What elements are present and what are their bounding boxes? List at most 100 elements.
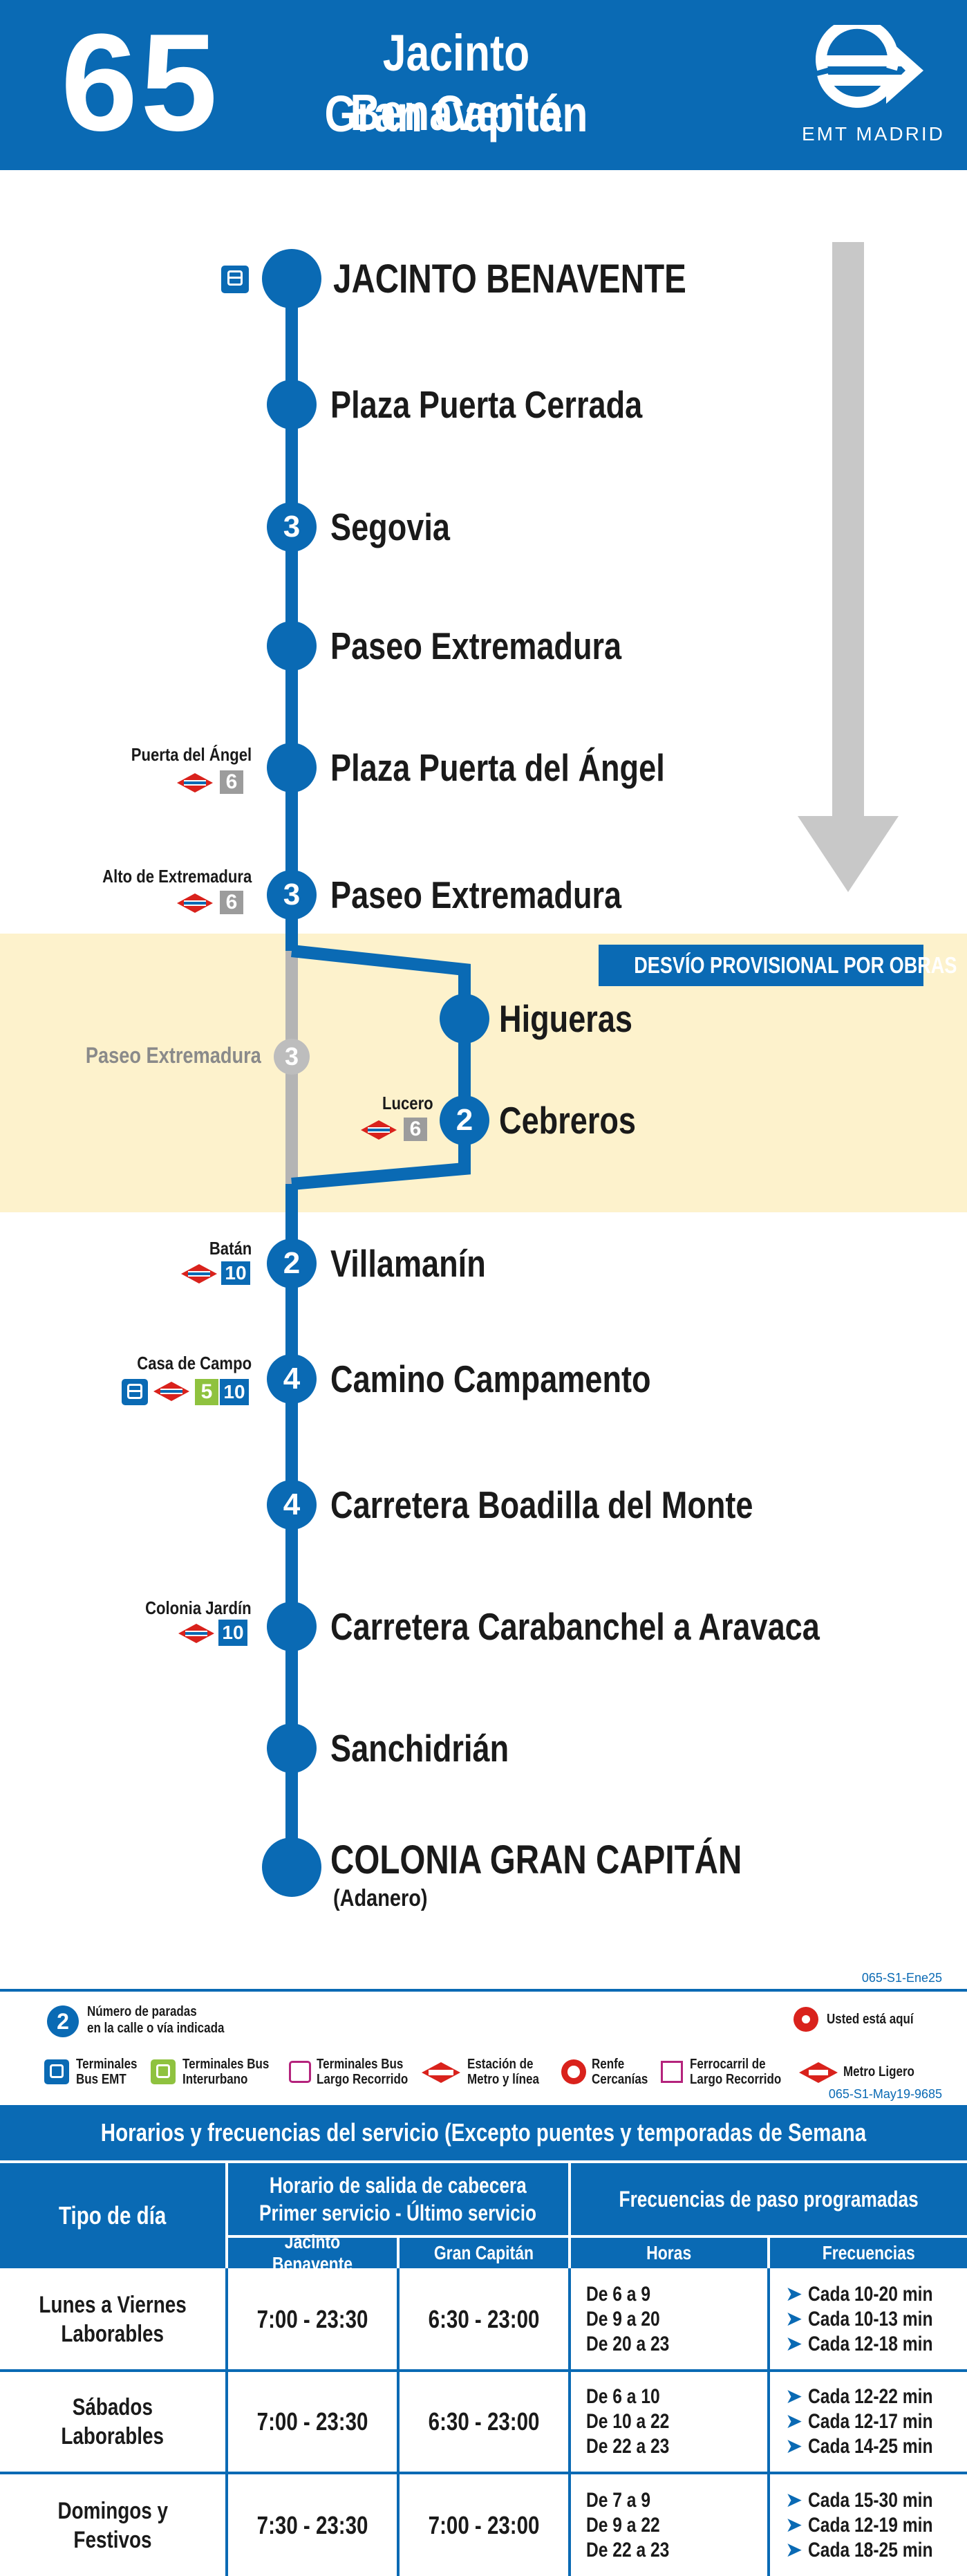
stop-dot-terminal (262, 249, 321, 308)
stop-dot (267, 1723, 317, 1773)
stop-name: Carretera Boadilla del Monte (330, 1483, 753, 1526)
stop-dot-terminal (262, 1837, 321, 1897)
metro-station-name: Batán (209, 1238, 252, 1259)
metro-line-badge: 6 (404, 1118, 427, 1141)
direction-arrow-shaft (832, 242, 864, 823)
stop-name: Paseo Extremadura (330, 624, 622, 667)
route-header: 65 Jacinto Benavente Gran Capitán EMT MA… (0, 0, 967, 170)
legend-text: Renfe (592, 2057, 625, 2072)
hours-cell: De 6 a 9 De 9 a 20 De 20 a 23 (586, 2283, 670, 2355)
stop-name: Carretera Carabanchel a Aravaca (330, 1605, 820, 1648)
legend-text: Metro Ligero (843, 2064, 914, 2079)
destination-time-cell: 6:30 - 23:00 (428, 2407, 540, 2436)
col-destination: Gran Capitán (400, 2238, 568, 2268)
route-line-detour (291, 945, 471, 1190)
legend-text: Ferrocarril de (690, 2057, 766, 2072)
you-are-here-icon (794, 2007, 818, 2032)
metro-icon (177, 773, 213, 793)
legend-text: Metro y línea (467, 2072, 539, 2087)
stop-name: COLONIA GRAN CAPITÁN (330, 1837, 742, 1882)
legend-text: Terminales (76, 2057, 138, 2072)
stop-dot (267, 621, 317, 671)
stop-name: Plaza Puerta Cerrada (330, 383, 643, 426)
legend-text: Interurbano (182, 2072, 248, 2087)
stop-name: Paseo Extremadura (330, 873, 622, 916)
frequencies-cell: ➤ Cada 10-20 min ➤ Cada 10-13 min ➤ Cada… (785, 2283, 933, 2355)
emt-logo-icon (816, 25, 923, 108)
map-code: 065-S1-Ene25 (861, 1971, 942, 1985)
legend-text: Número de paradas (87, 2004, 197, 2019)
origin-time-cell: 7:00 - 23:30 (256, 2305, 368, 2333)
metro-line-badge: 10 (221, 1261, 250, 1285)
schedule-title: Horarios y frecuencias del servicio (Exc… (0, 2105, 967, 2202)
metro-station-name: Casa de Campo (137, 1353, 252, 1373)
metro-icon (177, 893, 213, 913)
metro-icon (361, 1120, 397, 1140)
bus-long-distance-icon (289, 2061, 311, 2083)
stop-name: Segovia (330, 506, 450, 548)
legend-text: Largo Recorrido (317, 2072, 409, 2087)
destination-time-cell: 7:00 - 23:00 (428, 2510, 540, 2539)
stop-dot (267, 380, 317, 429)
destination-time-cell: 6:30 - 23:00 (428, 2305, 540, 2333)
legend-text: Terminales Bus (317, 2057, 404, 2072)
metro-line-badge: 10 (218, 1620, 247, 1646)
train-long-distance-icon (661, 2061, 683, 2083)
skipped-stop-name: Paseo Extremadura (86, 1043, 261, 1068)
col-hours: Horas (571, 2238, 767, 2268)
stop-dot-skipped: 3 (274, 1039, 310, 1075)
col-day-type: Tipo de día (0, 2163, 225, 2268)
metro-station-name: Alto de Extremadura (102, 866, 252, 887)
stop-name: JACINTO BENAVENTE (333, 257, 686, 302)
legend (0, 1989, 967, 2108)
header-origin: Jacinto Benavente (350, 24, 563, 141)
stop-name: Plaza Puerta del Ángel (330, 746, 665, 789)
origin-time-cell: 7:30 - 23:30 (256, 2510, 368, 2539)
stop-dot: 3 (267, 502, 317, 552)
legend-text: Cercanías (592, 2072, 648, 2087)
metro-icon (153, 1382, 189, 1401)
emt-logo-text: EMT MADRID (802, 123, 945, 145)
stop-name: Cebreros (499, 1099, 637, 1142)
stop-dot: 4 (267, 1354, 317, 1404)
light-rail-icon (799, 2062, 838, 2083)
stop-count-legend-icon: 2 (47, 2005, 79, 2037)
metro-line-badge: 6 (220, 770, 243, 794)
header-destination: Gran Capitán (324, 85, 588, 142)
col-origin: Jacinto Benavente (228, 2231, 397, 2274)
legend-text: en la calle o vía indicada (87, 2021, 225, 2036)
stop-dot (440, 994, 489, 1044)
schedule-code: 065-S1-May19-9685 (828, 2087, 942, 2101)
detour-label: DESVÍO PROVISIONAL POR OBRAS (599, 945, 957, 986)
bus-emt-icon (122, 1379, 148, 1405)
col-frequencies: Frecuencias de paso programadas (571, 2163, 967, 2235)
bus-emt-icon (221, 266, 249, 293)
hours-cell: De 7 a 9 De 9 a 22 De 22 a 23 (586, 2488, 670, 2561)
stop-name: Villamanín (330, 1242, 486, 1285)
metro-icon (422, 2062, 460, 2083)
stop-dot: 2 (267, 1239, 317, 1288)
metro-station-name: Colonia Jardín (145, 1597, 252, 1618)
frequencies-cell: ➤ Cada 15-30 min ➤ Cada 12-19 min ➤ Cada… (785, 2488, 933, 2561)
metro-icon (178, 1624, 214, 1643)
stop-subname: (Adanero) (333, 1885, 428, 1911)
hours-cell: De 6 a 10 De 10 a 22 De 22 a 23 (586, 2385, 670, 2458)
bus-emt-icon (44, 2059, 69, 2084)
metro-icon (181, 1264, 217, 1284)
stop-dot: 4 (267, 1480, 317, 1530)
origin-time-cell: 7:00 - 23:30 (256, 2407, 368, 2436)
stop-dot: 3 (267, 870, 317, 920)
legend-text: Terminales Bus (182, 2057, 270, 2072)
legend-text: Usted está aquí (827, 2012, 914, 2027)
renfe-icon (561, 2059, 586, 2084)
stop-dot (267, 743, 317, 793)
frequencies-cell: ➤ Cada 12-22 min ➤ Cada 12-17 min ➤ Cada… (785, 2385, 933, 2458)
line-number: 65 (61, 6, 220, 160)
stop-name: Higueras (499, 997, 633, 1040)
metro-station-name: Lucero (382, 1093, 433, 1113)
stop-dot: 2 (440, 1095, 489, 1145)
metro-station-name: Puerta del Ángel (131, 744, 252, 765)
